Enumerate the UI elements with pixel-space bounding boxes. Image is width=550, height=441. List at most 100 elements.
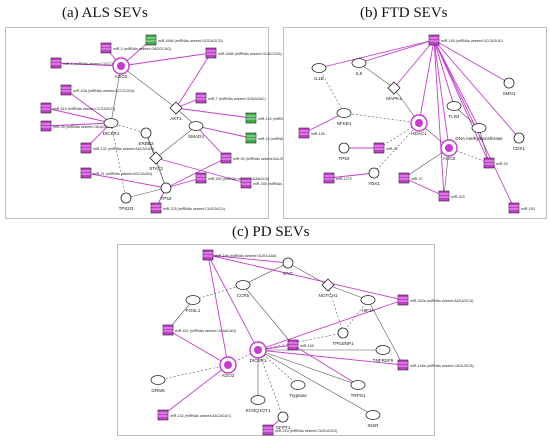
node-label: miR-421 (miRNAs w/seed UCAACAG) [175, 329, 236, 333]
node-label: miR-29 [496, 162, 508, 166]
node-label: miR-8 (miRNAs w/seed CUCCGAU) [63, 62, 121, 66]
network-node: STAT3 [149, 151, 163, 171]
network-edge [120, 52, 212, 67]
node-label: miR-128 [311, 132, 325, 136]
node-label: miR-378 (miRNAs w/seed CUGGACU) [163, 207, 225, 211]
network-edge [433, 39, 480, 129]
node-label: AGO2 [222, 373, 235, 378]
network-node: TP53I3 [119, 192, 134, 211]
node-label: miR-153 [521, 207, 535, 211]
network-edge [373, 122, 420, 174]
node-label: miR-615 (miRNAs w/seed CCGAGCC) [53, 107, 115, 111]
node-label: TP53INP1 [332, 341, 354, 346]
node-label: miR-302a (miRNAs w/seed AAGUGCU) [410, 299, 474, 303]
node-label: miR-423 [451, 195, 465, 199]
network-node: miR-132 (miRNAs w/seed AACAGUC) [80, 142, 154, 154]
node-label: CCR5 [237, 293, 250, 298]
network-edge [433, 39, 510, 84]
network-edge [393, 39, 435, 89]
node-label: miR-21 (miRNAs w/seed AGCUUAU) [93, 172, 152, 176]
node-label: MYC [283, 271, 294, 276]
network-node: FOSL1 [185, 295, 201, 313]
node-label: SMAD4 [188, 134, 204, 139]
node-label: HDAC1 [411, 131, 427, 136]
node-label: miR-4466 (miRNAs w/seed GGGUGCG) [158, 39, 223, 43]
node-label: TNFRSF9 [373, 358, 394, 363]
node-label: TP53 [339, 156, 350, 161]
node-label: miR-7 (miRNAs w/seed GGAAGAC) [208, 97, 266, 101]
network-node: miR-19b (miRNAs w/seed GUGCAAA) [202, 249, 277, 261]
node-label: DNA methyltransferase [455, 136, 503, 141]
panel-title-ftd: (b) FTD SEVs [360, 5, 448, 21]
network-node: MAPK1 [386, 81, 402, 101]
node-label: MAPK1 [386, 96, 402, 101]
network-edge [433, 39, 515, 209]
node-label: miR-10a (miRNAs w/seed ACCCUGU) [73, 89, 135, 93]
network-edge [125, 187, 167, 199]
network-edge [155, 125, 197, 159]
network-edge [157, 364, 229, 381]
network-node: miR-1273 [323, 172, 352, 184]
network-edge [110, 65, 122, 124]
network-edge [162, 364, 229, 416]
network-node: YBX1 [368, 167, 380, 186]
network-node: miR-25 (miRNAs w/seed CAUUGCA) [40, 120, 113, 132]
network-node: TP53INP1 [332, 327, 354, 346]
node-label: miR-132 (miRNAs w/seed AACAGUC) [93, 147, 154, 151]
node-label: DICER1 [250, 358, 267, 363]
network-edge [167, 329, 229, 366]
node-label: IL1B [314, 76, 323, 81]
node-label: ERBB2 [138, 141, 154, 146]
node-label: TP53 [161, 196, 172, 201]
network-node: miR-423 [438, 190, 465, 202]
network-edge [175, 107, 252, 119]
network-node: DICER1 [249, 341, 267, 363]
network-diagram-ftd: miR-145 (miRNAs w/seed UCCAGUU)IL1BIL6MA… [298, 34, 535, 214]
network-edge [257, 349, 359, 386]
node-label: miR-330 (miRNAs w/seed CAAAGCA) [208, 177, 269, 181]
network-node: miR-145 [287, 339, 314, 351]
network-edge [433, 39, 450, 149]
network-edge [328, 172, 375, 179]
network-edge [478, 127, 490, 164]
network-node: miR-27 [398, 172, 423, 184]
network-edge [318, 39, 435, 69]
network-node: miR-145 (miRNAs w/seed UCCAGUU) [428, 34, 503, 46]
network-node: miR-378 (miRNAs w/seed CUGGACU) [150, 202, 225, 214]
network-edge [257, 349, 299, 386]
network-node: TLR4 [446, 101, 462, 119]
node-label: HIF1A [361, 308, 375, 313]
network-node: TP53 [161, 182, 172, 201]
network-node: AKT1 [169, 101, 183, 121]
network-edge [242, 262, 289, 286]
network-edge [207, 254, 259, 351]
network-node: miR-615 (miRNAs w/seed CCGAGCC) [40, 102, 115, 114]
network-edge [242, 284, 294, 346]
network-edge [303, 112, 345, 134]
network-node: GFPT1 [276, 411, 291, 430]
network-edge [192, 284, 244, 301]
node-label: miR-148a (miRNAs w/seed CAGUGCA) [410, 364, 474, 368]
network-edge [433, 39, 490, 164]
network-edge [367, 299, 404, 366]
network-node: miR-2 (miRNAs w/seed GAGGCUG) [100, 42, 171, 54]
node-label: CDK1 [513, 146, 526, 151]
network-node: ERBB2 [138, 127, 154, 146]
edge-group [45, 39, 252, 209]
network-node: DICER1 [103, 118, 120, 136]
network-node: CDK1 [513, 132, 526, 151]
network-edge [155, 157, 167, 189]
node-label: TLR4 [448, 114, 460, 119]
node-label: miR-145 [300, 344, 314, 348]
network-edge [448, 147, 490, 164]
network-node: INSR [365, 410, 381, 428]
network-node: KCNQ1OT1 [246, 395, 271, 413]
network-node: miR-132 (miRNAs w/seed AACAGUC) [157, 409, 231, 421]
network-edge [418, 39, 435, 124]
network-diagram-als: miR-4466 (miRNAs w/seed GGGUGCG)miR-2 (m… [40, 34, 319, 214]
network-edge [358, 39, 435, 64]
network-edge [257, 332, 344, 351]
network-edge [120, 65, 177, 109]
